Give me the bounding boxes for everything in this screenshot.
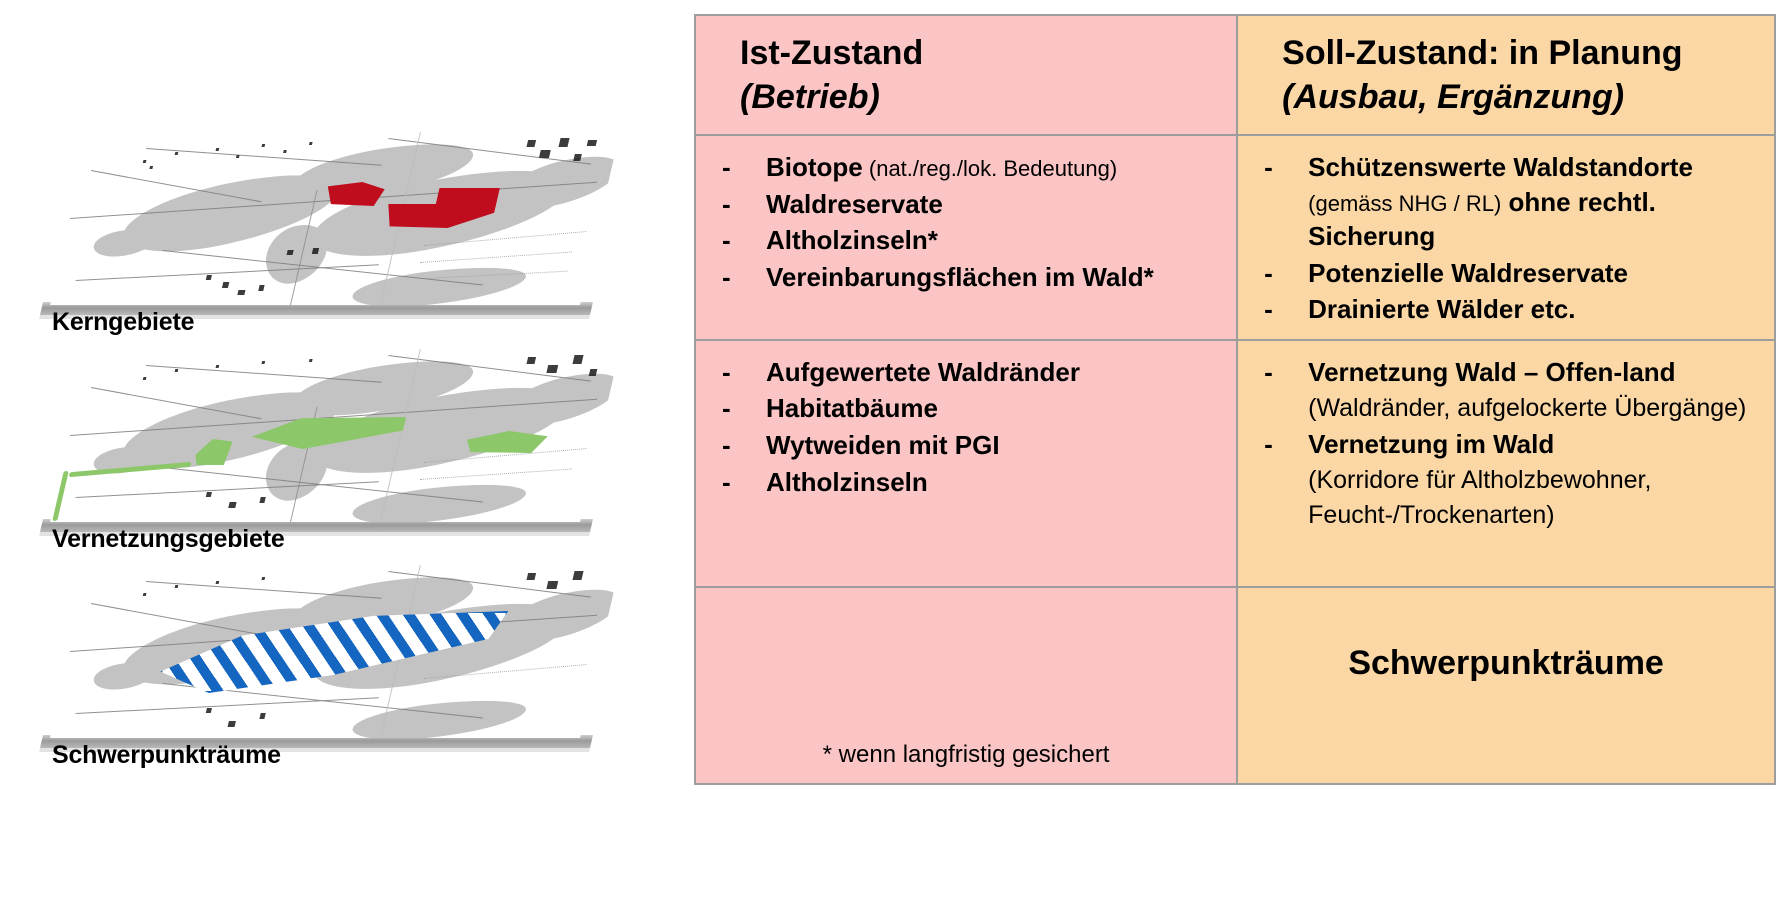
header-cell-soll: Soll-Zustand: in Planung (Ausbau, Ergänz… xyxy=(1236,14,1776,136)
cell-ist-row1: - Biotope (nat./reg./lok. Bedeutung) - W… xyxy=(693,134,1239,341)
list-item: - Waldreservate xyxy=(722,187,1222,222)
list-item: - Schützenswerte Waldstandorte (gemäss N… xyxy=(1264,150,1760,254)
footnote-text: * wenn langfristig gesichert xyxy=(822,740,1110,768)
table-header-row: Ist-Zustand (Betrieb) Soll-Zustand: in P… xyxy=(693,14,1776,136)
item-bold: Altholzinseln xyxy=(766,466,928,497)
bullet-dash: - xyxy=(722,430,731,461)
list-item: - Altholzinseln* xyxy=(722,223,1222,258)
item-bold-tail: ohne rechtl. Sicherung xyxy=(1308,186,1656,252)
item-bold: Habitatbäume xyxy=(766,393,938,424)
item-light: (gemäss NHG / RL) xyxy=(1308,190,1502,216)
bullet-list-ist-row1: - Biotope (nat./reg./lok. Bedeutung) - W… xyxy=(722,150,1222,294)
cell-ist-row2: - Aufgewertete Waldränder - Habitatbäume… xyxy=(693,338,1239,588)
list-item: - Vereinbarungsflächen im Wald* xyxy=(722,260,1222,295)
table-row: * wenn langfristig gesichert Schwerpunkt… xyxy=(693,585,1776,785)
item-bold: Biotope xyxy=(766,152,863,182)
item-light-block: (Korridore für Altholzbewohner, Feucht-/… xyxy=(1308,465,1652,530)
bullet-list-soll-row1: - Schützenswerte Waldstandorte (gemäss N… xyxy=(1264,150,1760,327)
list-item: - Biotope (nat./reg./lok. Bedeutung) xyxy=(722,150,1222,185)
map-block-schwerpunktraeume: Schwerpunkträume xyxy=(40,563,621,778)
header-cell-ist: Ist-Zustand (Betrieb) xyxy=(693,14,1239,136)
cell-soll-row1: - Schützenswerte Waldstandorte (gemäss N… xyxy=(1236,134,1776,341)
cell-soll-row2: - Vernetzung Wald – Offen-land (Waldränd… xyxy=(1236,338,1776,588)
list-item: - Vernetzung Wald – Offen-land (Waldränd… xyxy=(1264,355,1760,426)
header-soll-line1: Soll-Zustand: in Planung xyxy=(1282,34,1683,72)
bullet-dash: - xyxy=(1264,294,1273,325)
bullet-dash: - xyxy=(722,466,731,497)
matrix-table: Ist-Zustand (Betrieb) Soll-Zustand: in P… xyxy=(693,14,1776,785)
header-ist-line2: (Betrieb) xyxy=(740,77,880,116)
topo-road-network-1 xyxy=(50,130,620,305)
bullet-dash: - xyxy=(722,188,731,219)
item-bold: Vereinbarungsflächen im Wald* xyxy=(766,261,1154,292)
list-item: - Altholzinseln xyxy=(722,465,1222,500)
list-item: - Drainierte Wälder etc. xyxy=(1264,292,1760,327)
cell-ist-row3: * wenn langfristig gesichert xyxy=(693,585,1239,785)
bullet-dash: - xyxy=(722,356,731,387)
list-item: - Aufgewertete Waldränder xyxy=(722,355,1222,390)
bullet-dash: - xyxy=(1264,429,1273,460)
header-ist-line1: Ist-Zustand xyxy=(740,34,924,72)
bullet-dash: - xyxy=(1264,257,1273,288)
bullet-dash: - xyxy=(722,393,731,424)
item-light: (nat./reg./lok. Bedeutung) xyxy=(862,156,1118,181)
header-soll-line2: (Ausbau, Ergänzung) xyxy=(1282,77,1625,116)
item-bold: Potenzielle Waldreservate xyxy=(1308,257,1628,288)
list-item: - Potenzielle Waldreservate xyxy=(1264,256,1760,291)
item-bold: Drainierte Wälder etc. xyxy=(1308,294,1576,325)
table-row: - Aufgewertete Waldränder - Habitatbäume… xyxy=(693,338,1776,588)
bullet-dash: - xyxy=(1264,152,1273,182)
bullet-dash: - xyxy=(722,225,731,256)
map-block-kerngebiete: Kerngebiete xyxy=(40,130,621,345)
cell-soll-row3: Schwerpunkträume xyxy=(1236,585,1776,785)
list-item: - Habitatbäume xyxy=(722,391,1222,426)
map-caption-kerngebiete: Kerngebiete xyxy=(52,308,195,336)
map-block-vernetzungsgebiete: Vernetzungsgebiete xyxy=(40,347,621,562)
bullet-list-ist-row2: - Aufgewertete Waldränder - Habitatbäume… xyxy=(722,355,1222,499)
map-caption-vernetzungsgebiete: Vernetzungsgebiete xyxy=(52,525,285,553)
item-bold: Waldreservate xyxy=(766,188,943,219)
map-slab-3 xyxy=(50,563,621,738)
schwerpunktraeume-title: Schwerpunkträume xyxy=(1348,643,1664,682)
item-bold: Vernetzung Wald – Offen-land xyxy=(1308,356,1676,387)
map-illustration-panel: Kerngebiete xyxy=(0,0,660,897)
bullet-list-soll-row2: - Vernetzung Wald – Offen-land (Waldränd… xyxy=(1264,355,1760,533)
item-light: (Waldränder, aufgelockerte Übergänge) xyxy=(1308,394,1747,423)
comparison-matrix: Ist-Zustand (Betrieb) Soll-Zustand: in P… xyxy=(693,14,1776,785)
item-bold: Wytweiden mit PGI xyxy=(766,430,1000,461)
bullet-dash: - xyxy=(722,152,731,182)
list-item: - Wytweiden mit PGI xyxy=(722,428,1222,463)
list-item: - Vernetzung im Wald (Korridore für Altho… xyxy=(1264,427,1760,532)
item-bold: Vernetzung im Wald xyxy=(1308,429,1555,460)
map-slab-1 xyxy=(50,130,621,305)
map-caption-schwerpunktraeume: Schwerpunkträume xyxy=(52,741,281,769)
item-bold: Schützenswerte Waldstandorte xyxy=(1308,152,1693,182)
bullet-dash: - xyxy=(1264,356,1273,387)
bullet-dash: - xyxy=(722,261,731,292)
item-bold: Altholzinseln* xyxy=(766,225,938,256)
item-bold: Aufgewertete Waldränder xyxy=(766,356,1080,387)
table-row: - Biotope (nat./reg./lok. Bedeutung) - W… xyxy=(693,134,1776,341)
map-slab-2 xyxy=(50,347,621,522)
